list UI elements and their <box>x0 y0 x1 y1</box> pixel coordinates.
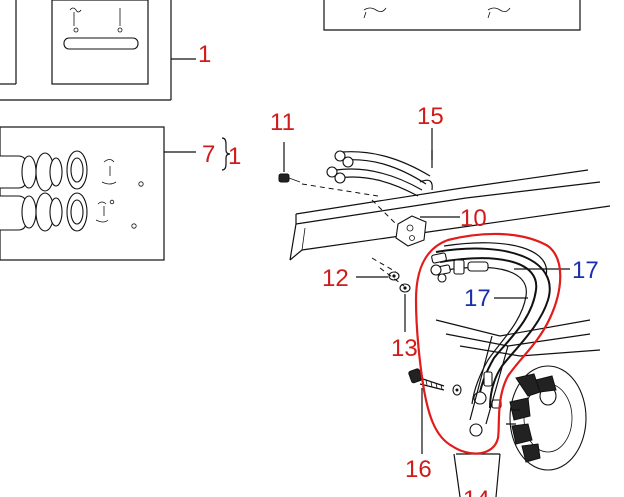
brake-hoses-17 <box>430 242 570 437</box>
callout-11: 11 <box>270 109 295 136</box>
callout-7: 7 <box>202 141 215 168</box>
callout-17-right: 17 <box>572 257 599 284</box>
long-bolt-16 <box>408 368 462 454</box>
callout-bottom: 14 <box>463 486 490 497</box>
callout-1: 1 <box>198 41 211 68</box>
washers-12-13 <box>356 257 411 332</box>
callout-16: 16 <box>405 456 432 483</box>
highlight-outline <box>414 232 562 455</box>
seal-kit-box-7 <box>0 126 231 261</box>
callout-15: 15 <box>417 103 444 130</box>
suspension-strut <box>435 319 601 497</box>
callout-17-inner: 17 <box>464 285 491 312</box>
brace <box>221 137 231 171</box>
hose-assembly-15 <box>326 128 433 197</box>
callout-10: 10 <box>460 205 487 232</box>
frame-rail <box>289 169 611 261</box>
bracket-10 <box>395 215 460 247</box>
kit-box-1 <box>0 0 196 101</box>
callout-13: 13 <box>391 335 418 362</box>
bolt-11 <box>278 142 399 227</box>
callout-7-brace-number: 1 <box>228 143 241 170</box>
brake-disc-caliper <box>506 365 587 471</box>
callout-12: 12 <box>322 265 349 292</box>
kit-box-top-right <box>323 0 581 31</box>
